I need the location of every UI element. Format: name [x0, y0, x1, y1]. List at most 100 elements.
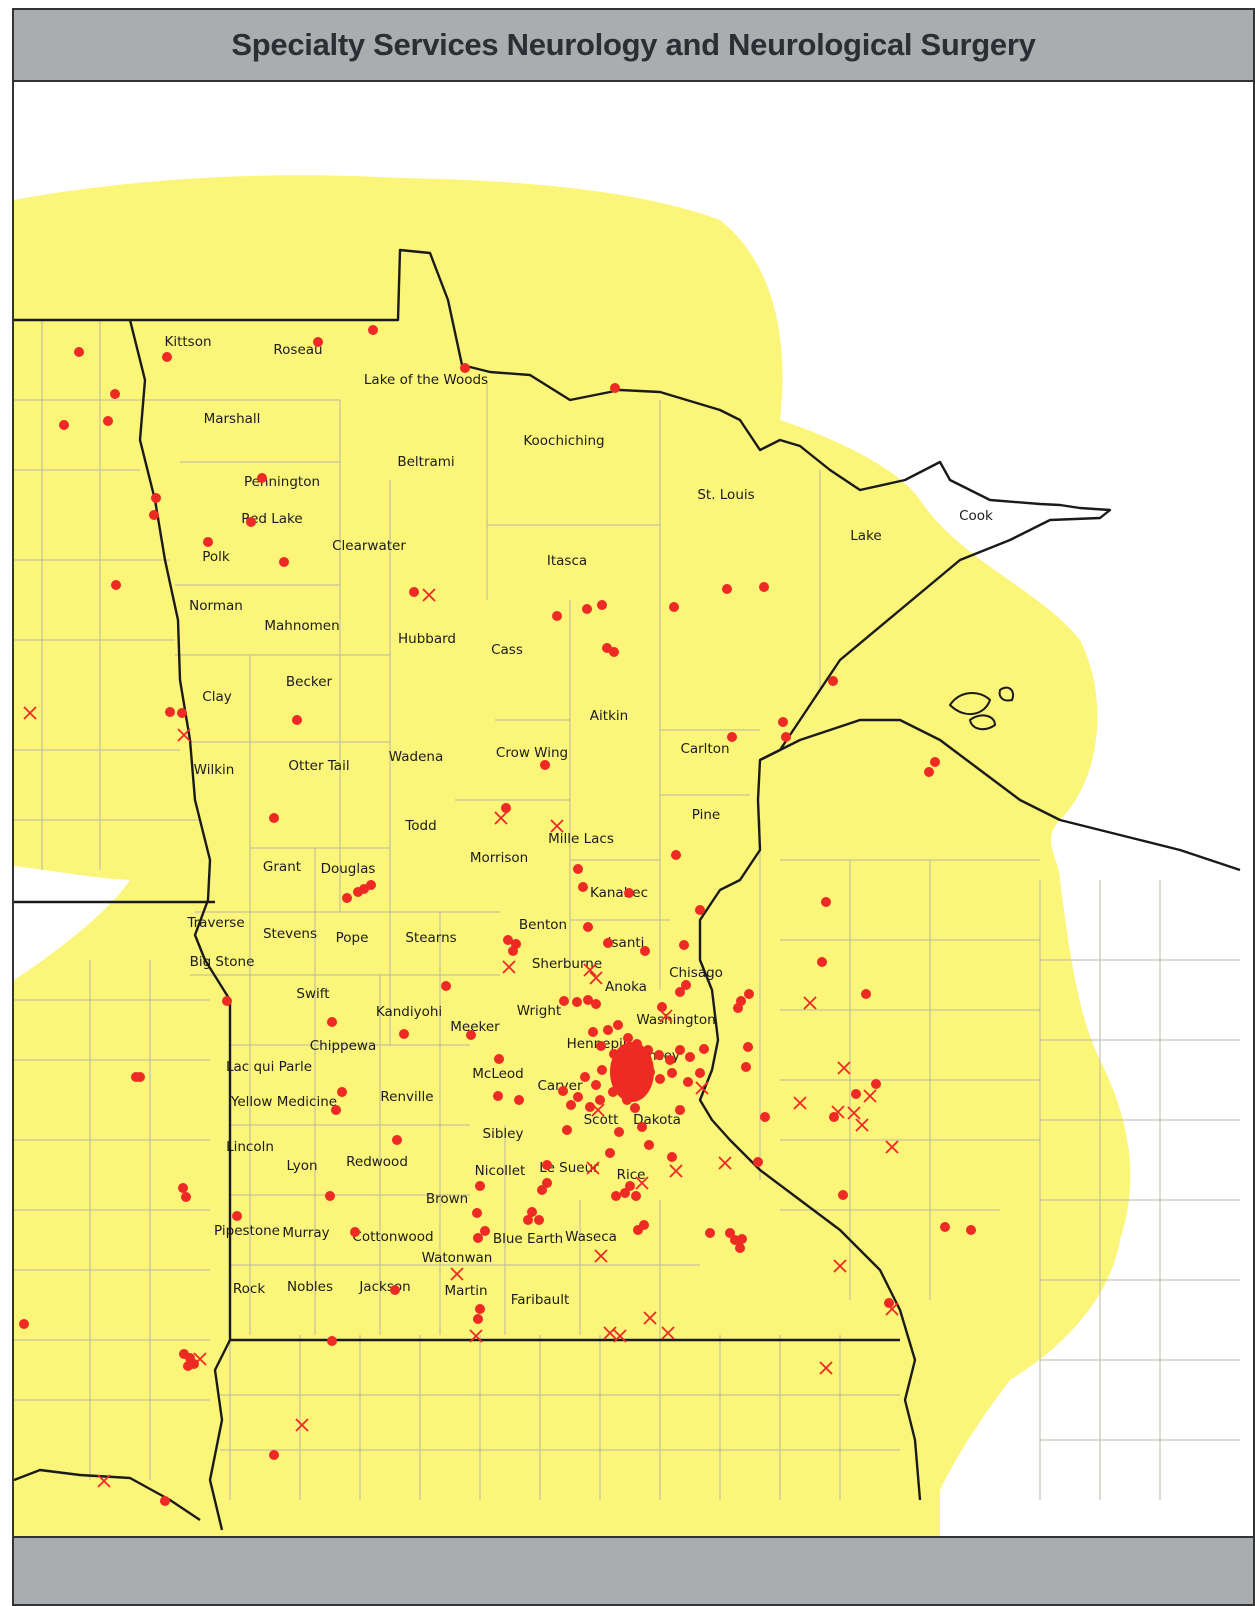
county-label: Nobles: [287, 1279, 333, 1295]
location-dot: [460, 363, 470, 373]
location-dot: [741, 1062, 751, 1072]
location-dot: [181, 1192, 191, 1202]
location-dot: [178, 1183, 188, 1193]
location-dot: [160, 1496, 170, 1506]
county-label: Nicollet: [475, 1163, 526, 1179]
location-dot: [613, 1020, 623, 1030]
location-dot: [655, 1074, 665, 1084]
location-cross: [613, 1329, 627, 1343]
location-dot: [59, 420, 69, 430]
location-cross: [847, 1106, 861, 1120]
location-cross: [885, 1140, 899, 1154]
location-dot: [583, 995, 593, 1005]
location-dot: [861, 989, 871, 999]
location-dot: [667, 1068, 677, 1078]
location-crosses: [23, 588, 899, 1488]
location-dot: [514, 1095, 524, 1105]
location-dot: [644, 1140, 654, 1150]
location-dot: [573, 1092, 583, 1102]
county-label: Pipestone: [214, 1223, 280, 1239]
location-dot: [325, 1191, 335, 1201]
location-dot: [583, 922, 593, 932]
county-label: Lac qui Parle: [226, 1059, 312, 1075]
location-dot: [313, 337, 323, 347]
location-cross: [855, 1118, 869, 1132]
apostle-islands: [948, 686, 1014, 731]
location-cross: [494, 811, 508, 825]
location-dot: [572, 997, 582, 1007]
county-label: Lake of the Woods: [364, 372, 488, 388]
location-dot: [74, 347, 84, 357]
location-dot: [699, 1044, 709, 1054]
location-dot: [743, 1042, 753, 1052]
location-dot: [683, 1077, 693, 1087]
coverage-area: [14, 175, 1131, 1536]
county-label: Beltrami: [397, 454, 454, 470]
county-label: Clay: [202, 689, 231, 705]
location-dot: [851, 1089, 861, 1099]
location-dot: [392, 1135, 402, 1145]
county-label: Brown: [426, 1191, 468, 1207]
county-label: Todd: [404, 818, 436, 834]
county-label: Wilkin: [194, 762, 235, 778]
location-dot: [466, 1030, 476, 1040]
location-dot: [585, 1102, 595, 1112]
location-dot: [503, 935, 513, 945]
location-dot: [737, 1234, 747, 1244]
coverage-gap-west: [14, 880, 120, 960]
footer-bar: [14, 1536, 1253, 1604]
title-bar: Specialty Services Neurology and Neurolo…: [14, 10, 1253, 82]
location-dot: [595, 1095, 605, 1105]
location-dot: [679, 940, 689, 950]
location-dot: [562, 1125, 572, 1135]
location-cross: [586, 1161, 600, 1175]
county-label: Aitkin: [590, 708, 628, 724]
county-label: Grant: [263, 859, 301, 875]
location-dot: [409, 587, 419, 597]
county-label: Swift: [296, 986, 329, 1002]
county-label: Traverse: [186, 915, 244, 931]
location-dot: [390, 1285, 400, 1295]
location-dot: [753, 1157, 763, 1167]
location-cross: [295, 1418, 309, 1432]
county-label: Pine: [692, 807, 720, 823]
location-dot: [667, 1152, 677, 1162]
location-dot: [596, 1041, 606, 1051]
location-cross: [669, 1164, 683, 1178]
page-title: Specialty Services Neurology and Neurolo…: [231, 27, 1036, 62]
nebraska-border: [14, 1468, 201, 1521]
location-cross: [583, 963, 597, 977]
location-dot: [884, 1298, 894, 1308]
location-cross: [885, 1302, 899, 1316]
location-cross: [695, 1081, 709, 1095]
county-label: Hubbard: [398, 631, 456, 647]
location-dot: [630, 1103, 640, 1113]
location-dot: [475, 1181, 485, 1191]
location-dot: [269, 1450, 279, 1460]
county-label: Mille Lacs: [548, 831, 614, 847]
county-label: Lincoln: [226, 1139, 274, 1155]
location-dot: [597, 600, 607, 610]
location-dot: [705, 1228, 715, 1238]
location-dot: [540, 760, 550, 770]
location-dot: [675, 1105, 685, 1115]
location-dot: [591, 1080, 601, 1090]
location-dot: [573, 864, 583, 874]
location-dot: [759, 582, 769, 592]
location-dot: [597, 1065, 607, 1075]
location-dot: [614, 1127, 624, 1137]
county-label: Renville: [380, 1089, 433, 1105]
location-dot: [578, 882, 588, 892]
location-dot: [654, 1050, 664, 1060]
location-cross: [819, 1361, 833, 1375]
location-dot: [527, 1207, 537, 1217]
county-label: Blue Earth: [493, 1231, 563, 1247]
county-label: Mahnomen: [264, 618, 339, 634]
location-dot: [162, 352, 172, 362]
location-dot: [588, 1027, 598, 1037]
county-label: Red Lake: [241, 511, 302, 527]
location-cross: [589, 971, 603, 985]
county-label: Stevens: [263, 926, 317, 942]
location-dot: [559, 996, 569, 1006]
